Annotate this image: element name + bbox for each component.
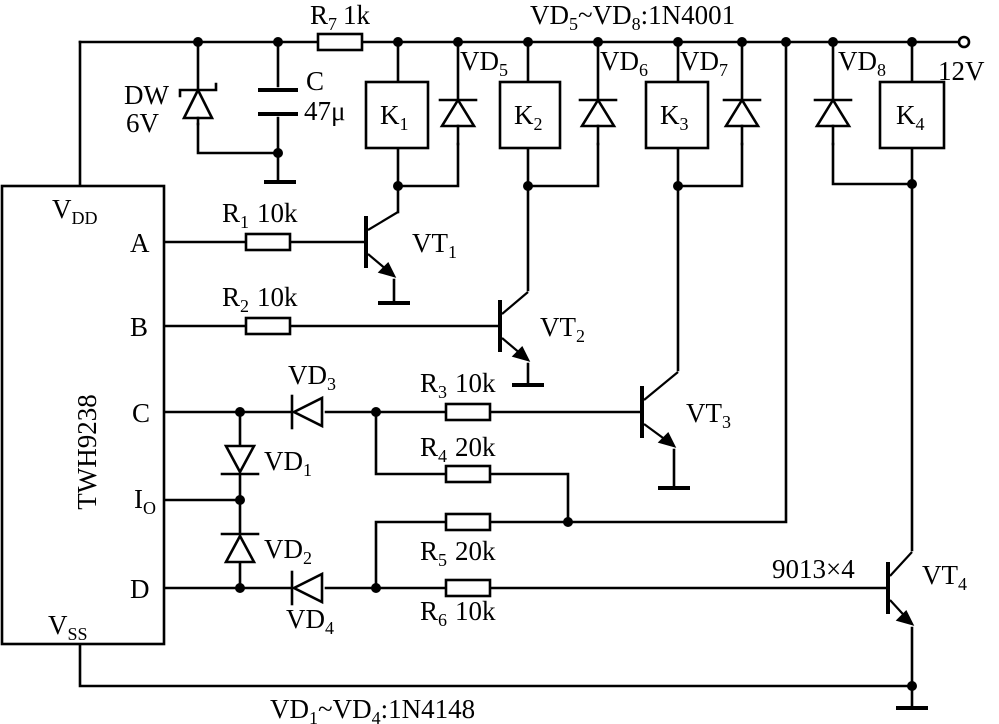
transistor-vt1-label: VT1 (412, 228, 457, 262)
note-transistor-part: 9013×4 (772, 554, 855, 584)
diode-vd4 (290, 570, 324, 606)
ic-name: TWH9238 (72, 394, 102, 509)
resistor-bodies (244, 32, 492, 598)
diode-vd7-label: VD7 (680, 46, 728, 80)
resistor-r6 (444, 578, 492, 598)
diode-vd3-label: VD3 (288, 360, 336, 394)
resistor-r3 (444, 402, 492, 422)
diode-vd7 (722, 97, 762, 146)
pin-vdd-label: VDD (52, 194, 98, 228)
resistor-r4 (444, 464, 492, 484)
zener-name: DW (124, 80, 169, 110)
pin-io-label: IO (134, 484, 156, 518)
diode-vd6-label: VD6 (600, 46, 648, 80)
capacitor-c (258, 88, 298, 116)
zener-dw (178, 82, 218, 126)
relay-k4-label: K4 (896, 100, 925, 134)
relay-k2-label: K2 (514, 100, 543, 134)
ground-symbols (264, 180, 928, 710)
transistor-vt1 (364, 211, 399, 278)
relay-bodies (364, 80, 946, 150)
transistor-vt2 (498, 291, 531, 362)
diode-vd8 (813, 97, 853, 146)
transistor-vt4 (886, 551, 915, 626)
supply-terminal (957, 35, 971, 49)
supply-label: 12V (938, 56, 985, 86)
note-top-parts: VD5~VD8:1N4001 (530, 0, 735, 34)
diode-vd5 (438, 97, 478, 146)
relay-k2 (498, 80, 562, 150)
resistor-r5 (444, 512, 492, 532)
capacitor-value: 47μ (304, 96, 345, 126)
pin-a-label: A (130, 228, 150, 258)
note-bottom-parts: VD1~VD4:1N4148 (270, 694, 475, 724)
transistor-vt4-label: VT4 (922, 560, 967, 594)
diode-vd5-label: VD5 (460, 46, 508, 80)
diode-vd3 (290, 394, 324, 430)
wiring (78, 40, 960, 708)
resistor-r2 (244, 316, 292, 336)
junction-dots (193, 37, 917, 691)
diode-vd2 (220, 532, 260, 564)
resistor-r7 (316, 32, 364, 52)
transistor-vt3-label: VT3 (686, 398, 731, 432)
pin-vss-label: VSS (48, 610, 88, 644)
relay-k1-label: K1 (380, 100, 409, 134)
pin-b-label: B (130, 312, 148, 342)
diode-vd1 (220, 444, 260, 476)
relay-k4 (878, 80, 946, 150)
diode-vd6 (578, 97, 618, 146)
relay-k3-label: K3 (660, 100, 689, 134)
relay-k1 (364, 80, 430, 150)
diode-vd1-label: VD1 (264, 446, 312, 480)
pin-d-label: D (130, 574, 150, 604)
capacitor-name: C (306, 66, 324, 96)
diode-vd2-label: VD2 (264, 534, 312, 568)
relay-k3 (644, 80, 710, 150)
ic-body (0, 184, 166, 646)
transistor-vt3 (640, 371, 679, 448)
pin-c-label: C (132, 398, 150, 428)
zener-value: 6V (126, 108, 160, 138)
diode-vd8-label: VD8 (838, 46, 886, 80)
transistor-vt2-label: VT2 (540, 312, 585, 346)
resistor-r1 (244, 232, 292, 252)
diode-vd4-label: VD4 (286, 604, 334, 638)
